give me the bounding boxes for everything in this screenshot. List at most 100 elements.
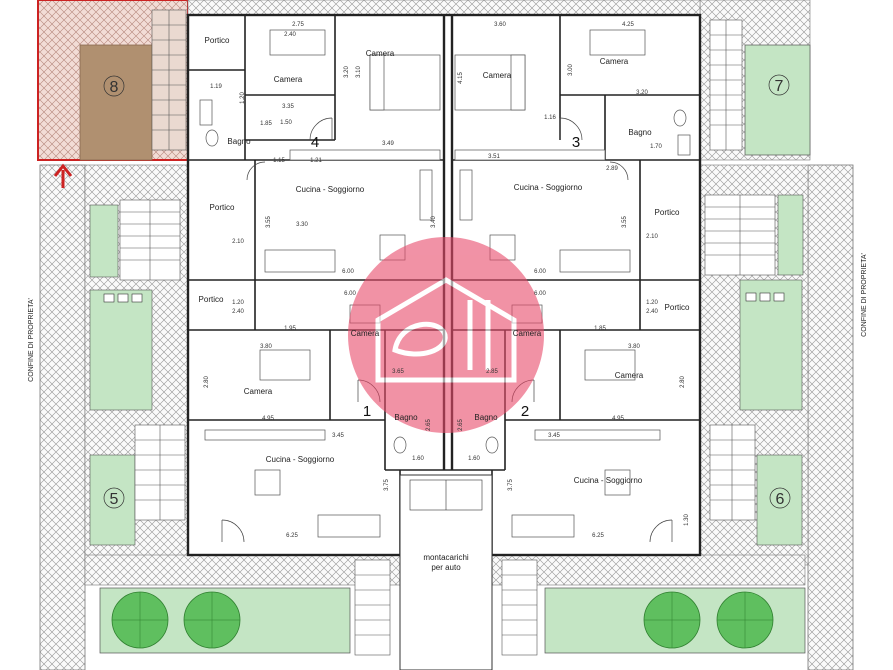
svg-text:1.50: 1.50 — [280, 120, 292, 126]
svg-text:4.95: 4.95 — [262, 416, 274, 422]
svg-text:3.40: 3.40 — [431, 216, 437, 228]
unit-number-2: 2 — [521, 403, 529, 420]
svg-text:Camera: Camera — [274, 75, 303, 84]
car-lift: montacarichi per auto — [399, 474, 493, 670]
lot-8[interactable]: 8 — [37, 0, 189, 161]
svg-text:2.65: 2.65 — [458, 419, 464, 431]
svg-text:3.49: 3.49 — [382, 141, 394, 147]
boundary-label-right: CONFINE DI PROPRIETA' — [861, 253, 868, 337]
svg-text:Camera: Camera — [351, 329, 380, 338]
svg-text:1.19: 1.19 — [210, 84, 222, 90]
svg-text:3.00: 3.00 — [568, 64, 574, 76]
svg-text:6.00: 6.00 — [534, 269, 546, 275]
boundary-label-left: CONFINE DI PROPRIETA' — [28, 298, 35, 382]
svg-text:3.35: 3.35 — [282, 104, 294, 110]
watermark-logo — [348, 237, 544, 433]
svg-text:3.10: 3.10 — [356, 66, 362, 78]
lot-5[interactable]: 5 — [89, 454, 136, 546]
unit-number-1: 1 — [363, 403, 371, 420]
svg-text:3.45: 3.45 — [548, 433, 560, 439]
svg-text:3.80: 3.80 — [628, 344, 640, 350]
svg-text:3.65: 3.65 — [392, 369, 404, 375]
svg-text:2.10: 2.10 — [646, 234, 658, 240]
svg-text:1.20: 1.20 — [240, 92, 246, 104]
svg-text:1.21: 1.21 — [310, 158, 322, 164]
svg-text:Cucina - Soggiorno: Cucina - Soggiorno — [296, 185, 365, 194]
lot-6[interactable]: 6 — [756, 454, 803, 546]
svg-text:2.10: 2.10 — [232, 239, 244, 245]
svg-text:Portico: Portico — [205, 36, 230, 45]
svg-text:Bagno: Bagno — [474, 413, 498, 422]
svg-text:3.20: 3.20 — [636, 90, 648, 96]
svg-text:2.80: 2.80 — [680, 376, 686, 388]
svg-text:3.75: 3.75 — [508, 479, 514, 491]
svg-text:3.20: 3.20 — [344, 66, 350, 78]
svg-text:Camera: Camera — [483, 71, 512, 80]
unit-number-3: 3 — [572, 134, 580, 151]
dimension-labels: 2.75 2.40 3.10 3.20 3.35 1.50 1.19 1.20 … — [204, 22, 690, 539]
svg-text:2.40: 2.40 — [232, 309, 244, 315]
svg-text:3.51: 3.51 — [488, 154, 500, 160]
svg-text:Portico: Portico — [210, 203, 235, 212]
svg-text:3.55: 3.55 — [622, 216, 628, 228]
unit-numbers: 4 3 1 2 — [311, 134, 580, 420]
svg-text:3.75: 3.75 — [384, 479, 390, 491]
svg-text:1.85: 1.85 — [260, 121, 272, 127]
svg-text:Bagno: Bagno — [227, 137, 251, 146]
svg-text:3.55: 3.55 — [266, 216, 272, 228]
svg-text:1.70: 1.70 — [650, 144, 662, 150]
svg-text:4.15: 4.15 — [458, 72, 464, 84]
lot-number-6: 6 — [776, 491, 785, 508]
lot-number-8: 8 — [110, 79, 119, 96]
svg-text:2.89: 2.89 — [606, 166, 618, 172]
svg-text:1.95: 1.95 — [284, 326, 296, 332]
svg-text:1.16: 1.16 — [544, 115, 556, 121]
svg-text:1.20: 1.20 — [646, 300, 658, 306]
svg-text:2.85: 2.85 — [486, 369, 498, 375]
svg-text:4.25: 4.25 — [622, 22, 634, 28]
svg-text:2.65: 2.65 — [426, 419, 432, 431]
svg-text:Cucina - Soggiorno: Cucina - Soggiorno — [574, 476, 643, 485]
svg-text:Cucina - Soggiorno: Cucina - Soggiorno — [266, 455, 335, 464]
tree-icon — [111, 591, 774, 649]
svg-text:Portico: Portico — [199, 295, 224, 304]
svg-text:1.15: 1.15 — [273, 158, 285, 164]
svg-text:2.80: 2.80 — [204, 376, 210, 388]
svg-text:Camera: Camera — [615, 371, 644, 380]
svg-text:1.30: 1.30 — [684, 514, 690, 526]
svg-text:6.00: 6.00 — [534, 291, 546, 297]
svg-text:Cucina - Soggiorno: Cucina - Soggiorno — [514, 183, 583, 192]
svg-text:Camera: Camera — [513, 329, 542, 338]
svg-text:Camera: Camera — [366, 49, 395, 58]
svg-text:1.85: 1.85 — [594, 326, 606, 332]
svg-text:Bagno: Bagno — [394, 413, 418, 422]
lift-label-2: per auto — [431, 563, 461, 572]
arrow-icon — [53, 163, 73, 188]
svg-text:2.75: 2.75 — [292, 22, 304, 28]
svg-text:6.00: 6.00 — [344, 291, 356, 297]
unit-number-4: 4 — [311, 134, 319, 151]
svg-text:2.40: 2.40 — [646, 309, 658, 315]
svg-text:1.60: 1.60 — [468, 456, 480, 462]
svg-text:6.00: 6.00 — [342, 269, 354, 275]
svg-text:Bagno: Bagno — [628, 128, 652, 137]
svg-text:3.80: 3.80 — [260, 344, 272, 350]
left-boundary-strip — [39, 164, 86, 670]
svg-text:4.95: 4.95 — [612, 416, 624, 422]
lot-number-7: 7 — [775, 78, 784, 95]
svg-text:1.60: 1.60 — [412, 456, 424, 462]
svg-text:3.30: 3.30 — [296, 222, 308, 228]
right-boundary-strip — [807, 164, 854, 670]
lot-7[interactable]: 7 — [709, 19, 811, 156]
svg-text:1.20: 1.20 — [232, 300, 244, 306]
svg-text:6.25: 6.25 — [286, 533, 298, 539]
svg-text:Camera: Camera — [600, 57, 629, 66]
svg-text:6.25: 6.25 — [592, 533, 604, 539]
svg-text:2.40: 2.40 — [284, 32, 296, 38]
svg-text:Camera: Camera — [244, 387, 273, 396]
svg-text:Portico: Portico — [655, 208, 680, 217]
svg-text:3.60: 3.60 — [494, 22, 506, 28]
lot-number-5: 5 — [110, 491, 119, 508]
lift-label: montacarichi — [423, 553, 469, 562]
